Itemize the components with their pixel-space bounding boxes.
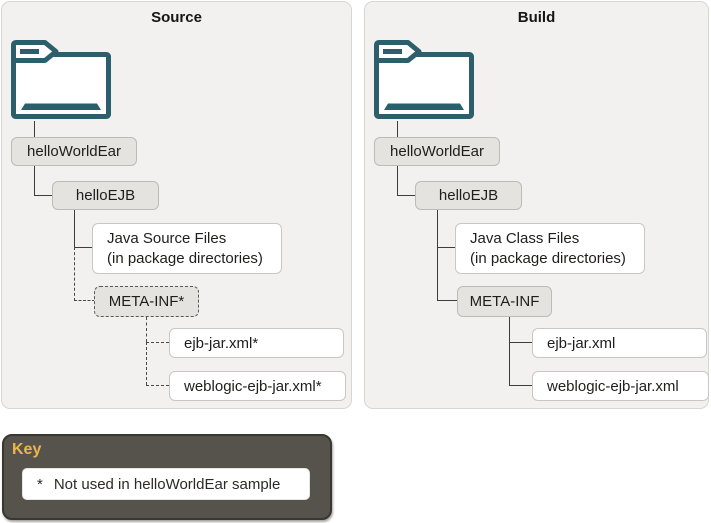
tree-connector-dashed xyxy=(146,317,147,342)
source-panel-title: Source xyxy=(151,9,202,26)
tree-connector xyxy=(437,210,438,247)
build-panel-title: Build xyxy=(517,9,556,26)
tree-connector-dashed xyxy=(146,341,169,343)
tree-connector xyxy=(74,210,75,247)
tree-connector xyxy=(34,194,53,196)
tree-connector-dashed xyxy=(146,384,169,386)
tree-connector-dashed xyxy=(74,247,75,301)
tree-connector xyxy=(437,299,458,301)
tree-connector xyxy=(509,342,510,385)
tree-connector xyxy=(509,341,532,343)
java-files-line2: (in package directories) xyxy=(470,250,626,267)
tree-connector xyxy=(74,246,92,248)
java-files-line1: Java Source Files xyxy=(107,230,227,247)
tree-node-meta-inf: META-INF xyxy=(457,286,552,317)
folder-icon xyxy=(11,40,111,120)
tree-node-ear-folder: helloWorldEar xyxy=(11,137,137,166)
tree-node-java-files: Java Class Files (in package directories… xyxy=(455,223,645,274)
tree-connector xyxy=(437,246,455,248)
tree-node-weblogic-ejb-jar-xml: weblogic-ejb-jar.xml xyxy=(532,371,709,401)
tree-node-ear-folder: helloWorldEar xyxy=(374,137,500,166)
tree-connector xyxy=(509,384,532,386)
tree-connector xyxy=(397,194,416,196)
key-note: * Not used in helloWorldEar sample xyxy=(22,468,310,500)
tree-node-ejb-folder: helloEJB xyxy=(415,181,522,210)
tree-connector xyxy=(397,121,398,138)
tree-connector-dashed xyxy=(146,342,147,385)
tree-node-ejb-jar-xml: ejb-jar.xml* xyxy=(169,328,344,358)
key-asterisk: * xyxy=(37,475,43,493)
build-panel: Build helloWorldEar helloEJB Java Class … xyxy=(364,1,709,409)
tree-connector xyxy=(397,166,398,195)
tree-connector-dashed xyxy=(74,299,95,301)
tree-connector xyxy=(34,121,35,138)
java-files-line1: Java Class Files xyxy=(470,230,580,247)
key-legend: Key * Not used in helloWorldEar sample xyxy=(2,434,332,520)
tree-node-ejb-jar-xml: ejb-jar.xml xyxy=(532,328,707,358)
java-files-line2: (in package directories) xyxy=(107,250,263,267)
folder-icon xyxy=(374,40,474,120)
tree-node-java-files: Java Source Files (in package directorie… xyxy=(92,223,282,274)
tree-connector xyxy=(509,317,510,342)
tree-connector xyxy=(34,166,35,195)
source-panel: Source helloWorldEar helloEJB Java Sourc… xyxy=(1,1,352,409)
tree-node-ejb-folder: helloEJB xyxy=(52,181,159,210)
key-note-text: Not used in helloWorldEar sample xyxy=(53,475,281,493)
tree-node-weblogic-ejb-jar-xml: weblogic-ejb-jar.xml* xyxy=(169,371,346,401)
key-title: Key xyxy=(12,441,42,458)
tree-node-meta-inf: META-INF* xyxy=(94,286,199,317)
tree-connector xyxy=(437,247,438,301)
